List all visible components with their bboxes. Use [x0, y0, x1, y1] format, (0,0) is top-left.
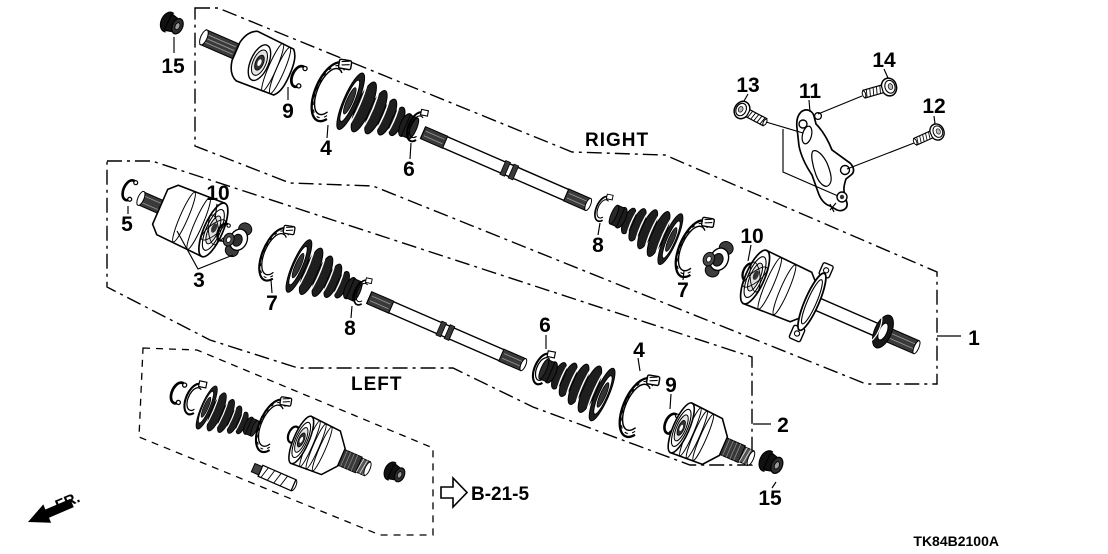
- callout-2: 2: [777, 414, 789, 437]
- callout-leader-lines: [127, 37, 961, 489]
- b-21-5-reference: B-21-5: [440, 476, 530, 509]
- right-driveshaft-assembly: [156, 9, 921, 355]
- callout-9-left: 9: [665, 374, 677, 397]
- callout-4-left: 4: [633, 339, 645, 362]
- right-section-label: RIGHT: [585, 130, 649, 151]
- mount-bracket-group: [730, 75, 948, 213]
- circlip-5-left: [118, 176, 141, 204]
- outboard-boot-right: [331, 69, 430, 159]
- callout-15-left: 15: [758, 487, 782, 510]
- reference-sub-assembly: [166, 376, 409, 494]
- bolt-12: [909, 120, 948, 151]
- callout-6-left: 6: [539, 314, 551, 337]
- callout-3-left: 3: [193, 269, 205, 292]
- axle-shaft-right: [419, 126, 593, 212]
- outboard-joint-right: [230, 30, 296, 96]
- bolt-14: [859, 75, 900, 105]
- callout-7-right: 7: [677, 279, 689, 302]
- front-arrow-icon: [28, 498, 74, 523]
- ref-outboard-joint: [283, 412, 381, 494]
- b-21-5-label: B-21-5: [471, 484, 530, 505]
- mount-bracket: [795, 109, 855, 213]
- outboard-joint-2-left: [662, 399, 765, 485]
- front-direction-marker: FR.: [28, 489, 83, 523]
- callout-10-right: 10: [740, 225, 763, 248]
- callout-8-left: 8: [344, 317, 356, 340]
- left-assembly-boundary: [106, 160, 753, 466]
- callout-9-right: 9: [282, 100, 294, 123]
- callout-4-right: 4: [320, 137, 332, 160]
- spindle-nut-left: [755, 447, 787, 479]
- output-shaft-right: [804, 293, 921, 355]
- left-section-label: LEFT: [351, 374, 403, 395]
- grease-tube: [250, 462, 298, 492]
- bolt-13: [730, 97, 772, 132]
- axle-shaft-left: [365, 291, 528, 372]
- callout-8-right: 8: [592, 234, 604, 257]
- callout-14: 14: [872, 49, 896, 72]
- diagram-part-code: TK84B2100A: [913, 533, 999, 549]
- callout-13: 13: [736, 74, 759, 97]
- callout-6-right: 6: [403, 158, 415, 181]
- inboard-boot-left: [280, 236, 372, 320]
- front-marker-label: FR.: [53, 489, 83, 514]
- bolt-leader-lines: [765, 95, 915, 197]
- b-21-5-arrow-icon: [440, 476, 469, 509]
- left-driveshaft-assembly: [118, 176, 787, 485]
- callout-15-right: 15: [161, 55, 185, 78]
- callout-1: 1: [968, 327, 980, 350]
- callout-10-left: 10: [206, 182, 229, 205]
- callout-7-left: 7: [266, 292, 278, 315]
- callout-12: 12: [922, 95, 945, 118]
- ref-nut: [380, 459, 409, 486]
- boot-band-4-left: [610, 366, 664, 442]
- callout-5-left: 5: [121, 213, 133, 236]
- right-assembly-boundary: [194, 7, 938, 385]
- spider-joint-right: [696, 234, 736, 282]
- inboard-boot-right: [599, 187, 689, 268]
- callout-11: 11: [799, 80, 822, 103]
- reference-assembly-boundary: [138, 347, 434, 536]
- spindle-nut-right: [156, 9, 187, 39]
